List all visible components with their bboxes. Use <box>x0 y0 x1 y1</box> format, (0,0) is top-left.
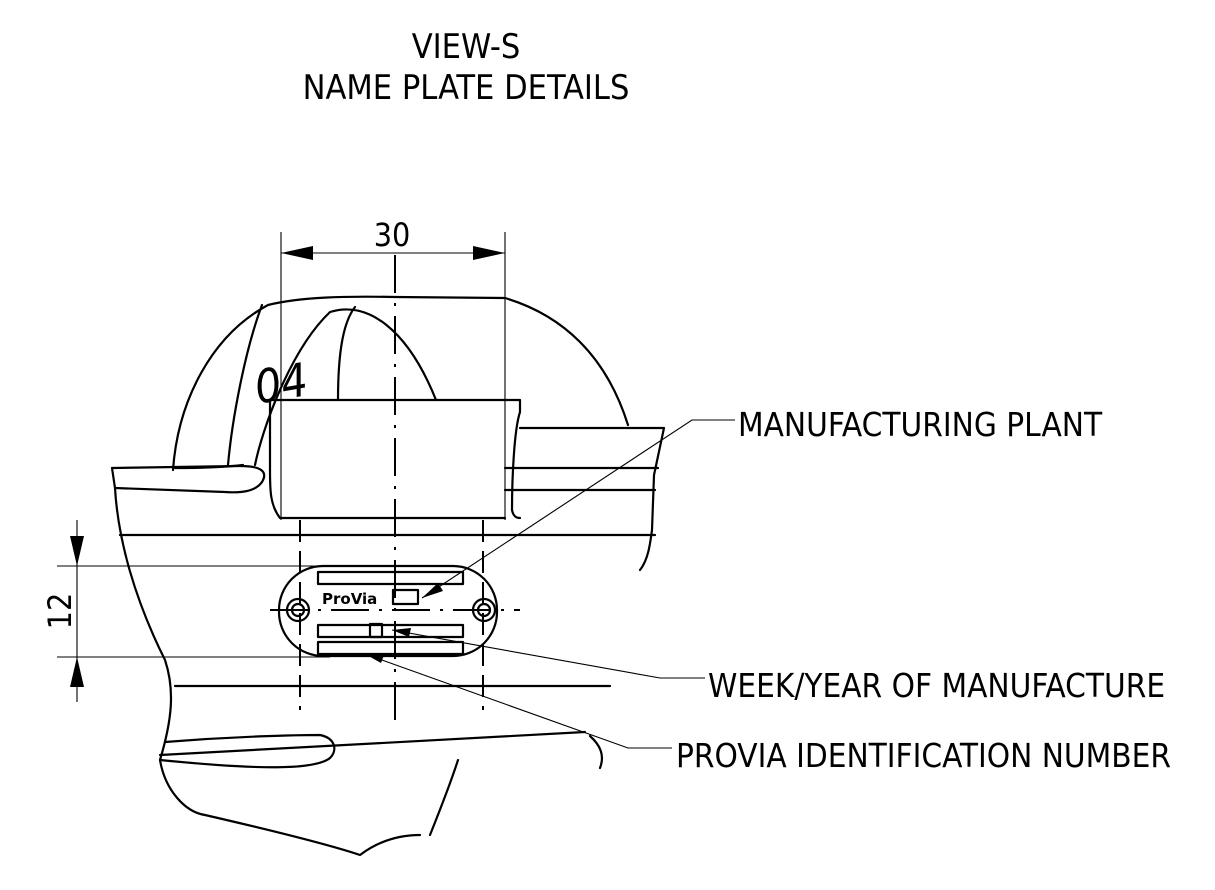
view-title: VIEW-S <box>412 27 521 67</box>
view-subtitle: NAME PLATE DETAILS <box>303 68 630 108</box>
height-dimension: 12 <box>41 520 330 702</box>
callout-week-year: WEEK/YEAR OF MANUFACTURE <box>708 666 1165 705</box>
plate-logo: ProVia <box>322 590 377 608</box>
height-dimension-value: 12 <box>41 593 79 630</box>
name-plate: ProVia <box>277 564 499 658</box>
leader-lines <box>364 419 735 749</box>
casting-body: 04 <box>110 295 666 857</box>
width-dimension: 30 <box>280 216 506 520</box>
width-dimension-value: 30 <box>374 216 411 254</box>
callout-manufacturing-plant: MANUFACTURING PLANT <box>738 405 1103 444</box>
callout-identification-number: PROVIA IDENTIFICATION NUMBER <box>676 736 1171 775</box>
